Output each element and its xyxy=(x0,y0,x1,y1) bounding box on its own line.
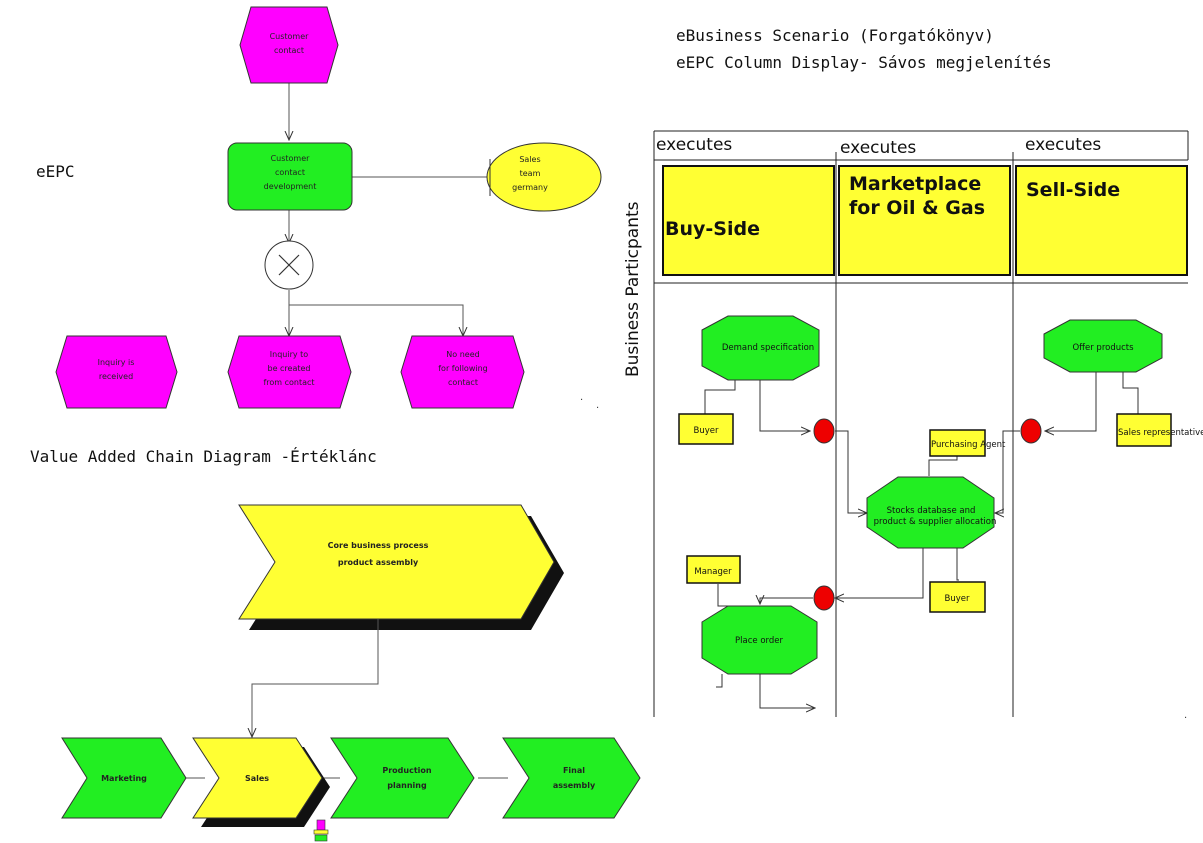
org-unit-line1: Sales xyxy=(519,155,540,164)
executes-col1: executes xyxy=(656,135,732,155)
vac-step-final-line2: assembly xyxy=(553,781,596,790)
stray-dot-1: . xyxy=(580,392,583,403)
vac-core-line1: Core business process xyxy=(328,541,429,550)
role-manager-label: Manager xyxy=(694,567,732,577)
role-buyer-1: Buyer xyxy=(678,413,734,445)
vac-step-marketing-label: Marketing xyxy=(101,774,147,783)
event-inquiry-created-line1: Inquiry to xyxy=(270,350,309,359)
assignment-icon xyxy=(313,819,329,842)
stray-dot-3: . xyxy=(1184,710,1187,721)
stocks-line1: Stocks database and xyxy=(887,506,976,516)
header-marketplace-line1: Marketplace xyxy=(849,173,981,195)
executes-col2: executes xyxy=(840,138,916,158)
header-sell-side-label: Sell-Side xyxy=(1026,179,1120,201)
place-order-label: Place order xyxy=(735,636,783,646)
demand-spec-label: Demand specification xyxy=(722,343,814,353)
role-manager: Manager xyxy=(686,555,741,584)
event-no-need-line2: for following xyxy=(438,364,488,373)
event-inquiry-created-line3: from contact xyxy=(263,378,314,387)
xor-operator xyxy=(264,240,314,290)
vac-core-process: Core business process product assembly xyxy=(238,504,564,630)
stocks-line2: product & supplier allocation xyxy=(874,517,997,527)
function-place-order: Place order xyxy=(701,605,818,675)
org-unit-line3: germany xyxy=(512,183,548,192)
vac-label: Value Added Chain Diagram -Értéklánc xyxy=(30,447,377,466)
stray-dot-2: . xyxy=(596,400,599,411)
header-sell-side: Sell-Side xyxy=(1015,165,1188,276)
function-line1: Customer xyxy=(271,154,311,163)
event-customer-contact-line1: Customer xyxy=(270,32,310,41)
role-buyer-1-label: Buyer xyxy=(694,426,719,436)
event-inquiry-created-line2: be created xyxy=(267,364,310,373)
function-customer-contact-development: Customer contact development xyxy=(227,142,353,211)
event-customer-contact-line2: contact xyxy=(274,46,304,55)
offer-products-label: Offer products xyxy=(1072,343,1134,353)
event-no-need-line3: contact xyxy=(448,378,478,387)
role-buyer-2-label: Buyer xyxy=(945,594,970,604)
vac-core-line2: product assembly xyxy=(338,558,419,567)
event-inquiry-created: Inquiry to be created from contact xyxy=(227,335,352,409)
vac-step-marketing: Marketing xyxy=(61,737,187,819)
scenario-title-line2: eEPC Column Display- Sávos megjelenítés xyxy=(676,53,1052,72)
function-offer-products: Offer products xyxy=(1043,319,1163,373)
swimlane-grid xyxy=(653,130,1189,717)
role-sales-representative: Sales representative xyxy=(1116,413,1203,447)
org-unit-line2: team xyxy=(520,169,541,178)
event-inquiry-received: Inquiry is received xyxy=(55,335,178,409)
participants-label: Business Particpants xyxy=(623,201,643,377)
header-buy-side: Buy-Side xyxy=(662,165,835,276)
eepc-label: eEPC xyxy=(36,162,75,181)
interface-event-1 xyxy=(813,418,835,444)
vac-step-final-line1: Final xyxy=(563,766,585,775)
eepc-connectors xyxy=(289,83,488,336)
vac-step-final-assembly: Final assembly xyxy=(502,737,641,819)
scenario-title-line1: eBusiness Scenario (Forgatókönyv) xyxy=(676,26,994,45)
vac-step-production-line1: Production xyxy=(382,766,432,775)
event-inquiry-received-line2: received xyxy=(99,372,133,381)
header-buy-side-label: Buy-Side xyxy=(665,218,760,240)
role-sales-rep-label: Sales representative xyxy=(1118,428,1203,438)
vac-step-sales: Sales xyxy=(192,737,330,827)
interface-event-3 xyxy=(813,585,835,611)
event-no-need: No need for following contact xyxy=(400,335,525,409)
vac-step-production-line2: planning xyxy=(387,781,427,790)
event-no-need-line1: No need xyxy=(446,350,479,359)
header-marketplace: Marketplace for Oil & Gas xyxy=(838,165,1011,276)
header-marketplace-line2: for Oil & Gas xyxy=(849,197,985,219)
event-customer-contact: Customer contact xyxy=(239,6,339,84)
vac-step-production-planning: Production planning xyxy=(330,737,475,819)
role-purchasing-agent: Purchasing Agent xyxy=(929,429,1006,457)
vac-step-sales-label: Sales xyxy=(245,774,269,783)
function-line2: contact xyxy=(275,168,305,177)
interface-event-2 xyxy=(1020,418,1042,444)
role-buyer-2: Buyer xyxy=(929,581,986,613)
function-stocks-database: Stocks database and product & supplier a… xyxy=(866,476,997,549)
org-unit-sales-team: Sales team germany xyxy=(486,142,602,212)
function-demand-specification: Demand specification xyxy=(701,315,820,381)
event-inquiry-received-line1: Inquiry is xyxy=(98,358,135,367)
function-line3: development xyxy=(264,182,317,191)
role-purchasing-agent-label: Purchasing Agent xyxy=(931,440,1006,450)
executes-col3: executes xyxy=(1025,135,1101,155)
